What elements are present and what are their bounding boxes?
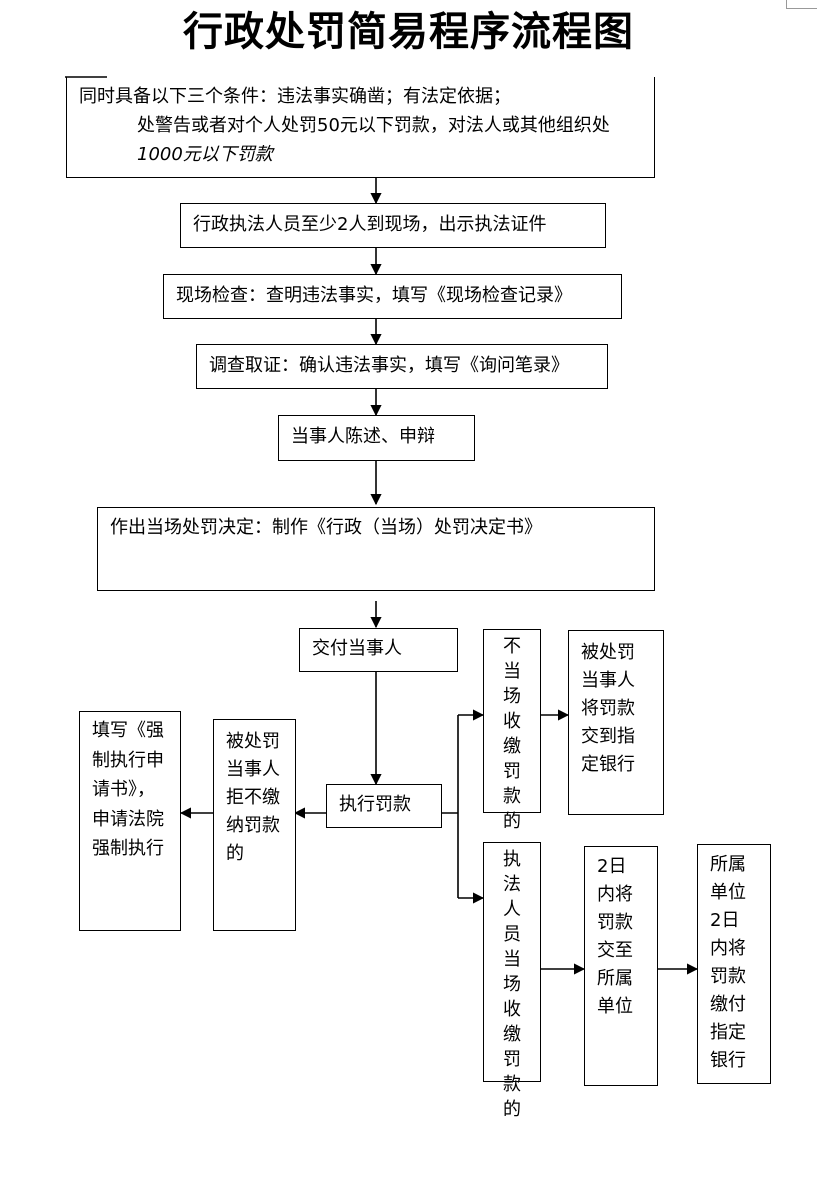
- unit-pay-box: 所属单位2日内将罚款缴付指定银行: [697, 844, 771, 1084]
- decision-box: 作出当场处罚决定：制作《行政（当场）处罚决定书》: [97, 507, 655, 591]
- arrive-text: 行政执法人员至少2人到现场，出示执法证件: [193, 214, 547, 235]
- conditions-top-edge: [65, 76, 107, 78]
- decision-text: 作出当场处罚决定：制作《行政（当场）处罚决定书》: [110, 517, 542, 538]
- conditions-line-2: 处警告或者对个人处罚50元以下罚款，对法人或其他组织处: [137, 115, 610, 136]
- two-days-unit-text: 2日内将罚款交至所属单位: [597, 856, 633, 1017]
- deliver-box: 交付当事人: [299, 628, 458, 672]
- unit-pay-text: 所属单位2日内将罚款缴付指定银行: [710, 854, 746, 1071]
- investigate-box: 调查取证：确认违法事实，填写《询问笔录》: [196, 344, 608, 389]
- conditions-line-3: 1000元以下罚款: [137, 144, 273, 165]
- not-collect-box: 不当场收缴罚款的: [483, 629, 541, 832]
- refuse-text: 被处罚当事人拒不缴纳罚款的: [226, 731, 280, 864]
- collect-box: 执法人员当场收缴罚款的: [483, 842, 541, 1120]
- not-collect-text: 不当场收缴罚款的: [503, 636, 521, 832]
- investigate-text: 调查取证：确认违法事实，填写《询问笔录》: [209, 355, 569, 376]
- deliver-text: 交付当事人: [312, 638, 402, 659]
- pay-bank-box: 被处罚当事人将罚款交到指定银行: [568, 630, 664, 815]
- inspect-text: 现场检查：查明违法事实，填写《现场检查记录》: [176, 285, 572, 306]
- conditions-box: 同时具备以下三个条件：违法事实确凿；有法定依据； 处警告或者对个人处罚50元以下…: [65, 76, 655, 178]
- pay-bank-text: 被处罚当事人将罚款交到指定银行: [581, 642, 635, 775]
- page-corner-mark: [786, 0, 817, 9]
- enforce-box: 填写《强制执行申请书》，申请法院强制执行: [79, 711, 181, 931]
- collect-text: 执法人员当场收缴罚款的: [503, 849, 521, 1120]
- page-title: 行政处罚简易程序流程图: [183, 9, 634, 55]
- refuse-box: 被处罚当事人拒不缴纳罚款的: [213, 719, 296, 931]
- execute-box: 执行罚款: [326, 784, 442, 828]
- arrive-box: 行政执法人员至少2人到现场，出示执法证件: [180, 203, 606, 248]
- enforce-text: 填写《强制执行申请书》，申请法院强制执行: [92, 720, 164, 859]
- two-days-unit-box: 2日内将罚款交至所属单位: [584, 846, 658, 1086]
- statement-box: 当事人陈述、申辩: [278, 415, 475, 461]
- conditions-line-1: 同时具备以下三个条件：违法事实确凿；有法定依据；: [79, 86, 511, 107]
- inspect-box: 现场检查：查明违法事实，填写《现场检查记录》: [163, 274, 622, 319]
- statement-text: 当事人陈述、申辩: [291, 426, 435, 447]
- execute-text: 执行罚款: [339, 794, 411, 815]
